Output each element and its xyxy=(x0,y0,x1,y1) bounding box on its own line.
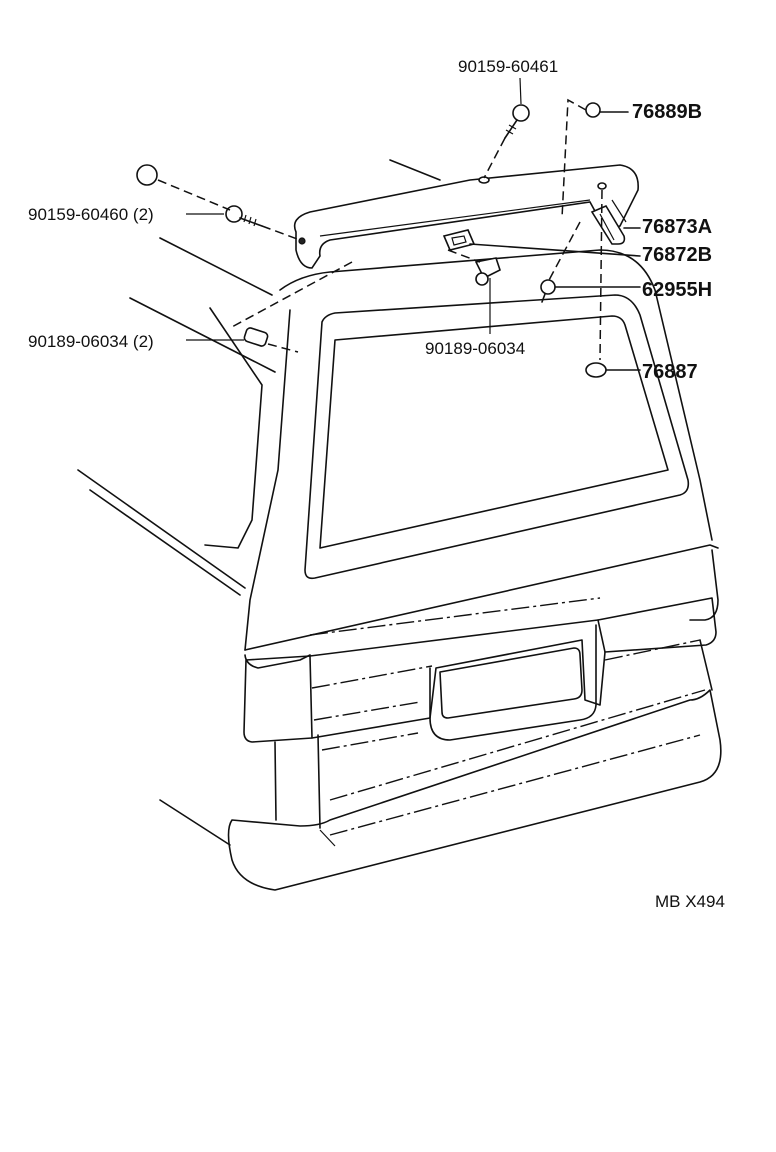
screw-left-icon xyxy=(225,205,263,227)
label-clip-center: 90189-06034 xyxy=(425,339,526,358)
fastener-parts xyxy=(136,102,626,378)
label-62955h: 62955H xyxy=(642,279,713,301)
label-76872b: 76872B xyxy=(642,244,713,266)
assembly-lines xyxy=(157,98,603,361)
label-clip-left: 90189-06034 (2) xyxy=(28,332,154,351)
label-76889b: 76889B xyxy=(632,101,703,123)
label-76887: 76887 xyxy=(642,361,698,383)
screw-top-icon xyxy=(504,104,530,139)
label-76873a: 76873A xyxy=(642,216,713,238)
label-screw-top: 90159-60461 xyxy=(458,57,559,76)
leader-lines xyxy=(186,77,641,371)
car-body xyxy=(77,159,722,891)
footer-code: MB X494 xyxy=(655,892,725,911)
label-screw-left: 90159-60460 (2) xyxy=(28,205,154,224)
